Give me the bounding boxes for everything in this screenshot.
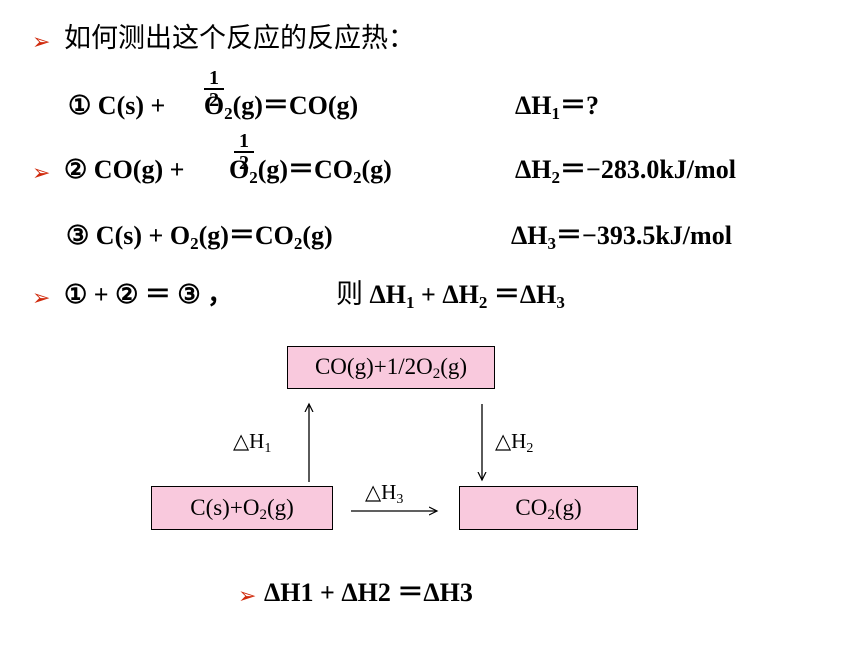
bullet-icon: ➢ <box>238 583 257 608</box>
eq3-dh-sub: 3 <box>547 234 557 253</box>
top-box-sub: 2 <box>432 366 441 382</box>
dh3-label-sub: 3 <box>396 492 404 507</box>
eq1-dh-value: ＝? <box>560 91 600 120</box>
eq3-dh: ΔH <box>511 221 548 250</box>
top-box-a: CO(g)+1/2O <box>314 354 433 379</box>
eq2-dh: ΔH <box>515 155 552 184</box>
eq3-dh-value: ＝−393.5kJ/mol <box>556 221 732 250</box>
dh2-label: △H2 <box>495 429 534 456</box>
conclusion-text: ΔH1 + ΔH2 ＝ΔH3 <box>264 578 473 607</box>
dh2-label-a: △H <box>495 429 527 453</box>
sum-eq: ＝ΔH <box>487 280 557 309</box>
eq3-rest2: (g) <box>302 221 333 250</box>
eq2-enthalpy: ΔH2＝−283.0kJ/mol <box>515 155 736 187</box>
eq2-rest2: (g) <box>361 155 392 184</box>
sum-dh1: ΔH <box>369 280 407 309</box>
left-box-b: (g) <box>266 495 294 520</box>
sum-plus: + ΔH <box>414 280 479 309</box>
eq3-co2-sub: 2 <box>293 234 303 253</box>
sum-s3: 3 <box>556 293 565 312</box>
frac-numerator: 1 <box>234 131 254 153</box>
eq1-o2: O <box>203 91 225 120</box>
eq3-o2-sub: 2 <box>190 234 199 253</box>
sum-right: 则 ΔH1 + ΔH2 ＝ΔH3 <box>336 279 565 312</box>
right-box-b: (g) <box>554 495 582 520</box>
eq3-rest: (g)＝CO <box>198 221 294 250</box>
bullet-icon: ➢ <box>32 29 51 54</box>
eq1-label: ① C(s) + <box>68 91 172 120</box>
right-box-a: CO <box>515 495 548 520</box>
sum-left: ① + ② ＝ ③ ， <box>64 280 234 309</box>
sum-s1: 1 <box>406 293 415 312</box>
eq2-dh-value: ＝−283.0kJ/mol <box>560 155 736 184</box>
right-box: CO2(g) <box>459 486 638 530</box>
eq1-dh-sub: 1 <box>551 104 561 123</box>
top-box-b: (g) <box>440 354 468 379</box>
sum-s2: 2 <box>478 293 488 312</box>
frac-denominator: 2 <box>209 89 219 111</box>
dh1-label-a: △H <box>233 429 265 453</box>
top-box: CO(g)+1/2O2(g) <box>287 346 495 389</box>
eq1-o2-sub: 2 <box>224 104 233 123</box>
sum-line: ① + ② ＝ ③ ， <box>64 280 233 310</box>
dh1-label: △H1 <box>233 429 272 456</box>
equation-3: ③ C(s) + O2(g)＝CO2(g) <box>66 221 333 253</box>
question-text: 如何测出这个反应的反应热： <box>64 23 415 54</box>
conclusion: ΔH1 + ΔH2 ＝ΔH3 <box>264 578 473 608</box>
eq3-enthalpy: ΔH3＝−393.5kJ/mol <box>511 221 732 253</box>
eq2-o2: O <box>228 155 250 184</box>
dh1-label-sub: 1 <box>264 441 272 456</box>
equation-1: ① C(s) + O2(g)＝CO(g) <box>68 91 359 123</box>
eq2-rest: (g)＝CO <box>257 155 354 184</box>
eq2-fraction: 1 2 <box>234 131 254 173</box>
eq2-co2-sub: 2 <box>353 168 362 187</box>
eq1-fraction: 1 2 <box>204 68 224 110</box>
bullet-icon: ➢ <box>32 160 51 185</box>
frac-numerator: 1 <box>204 68 224 90</box>
eq1-enthalpy: ΔH1＝? <box>515 91 600 123</box>
dh3-label-a: △H <box>365 480 397 504</box>
eq2-dh-sub: 2 <box>551 168 561 187</box>
eq1-rest: (g)＝CO(g) <box>232 91 359 120</box>
left-box-sub: 2 <box>259 507 267 523</box>
frac-denominator: 2 <box>239 152 249 174</box>
bullet-icon: ➢ <box>32 285 51 310</box>
eq2-o2-sub: 2 <box>249 168 258 187</box>
eq2-label: ② CO(g) + <box>64 155 191 184</box>
eq1-dh: ΔH <box>515 91 552 120</box>
right-box-sub: 2 <box>547 507 555 523</box>
dh3-label: △H3 <box>365 480 404 507</box>
question-line: 如何测出这个反应的反应热： <box>64 24 415 54</box>
equation-2: ② CO(g) + O2(g)＝CO2(g) <box>64 155 392 187</box>
sum-then: 则 <box>336 279 363 310</box>
dh2-label-sub: 2 <box>526 441 534 456</box>
left-box-a: C(s)+O <box>190 495 260 520</box>
left-box: C(s)+O2(g) <box>151 486 333 530</box>
eq3-label: ③ C(s) + O <box>66 221 191 250</box>
